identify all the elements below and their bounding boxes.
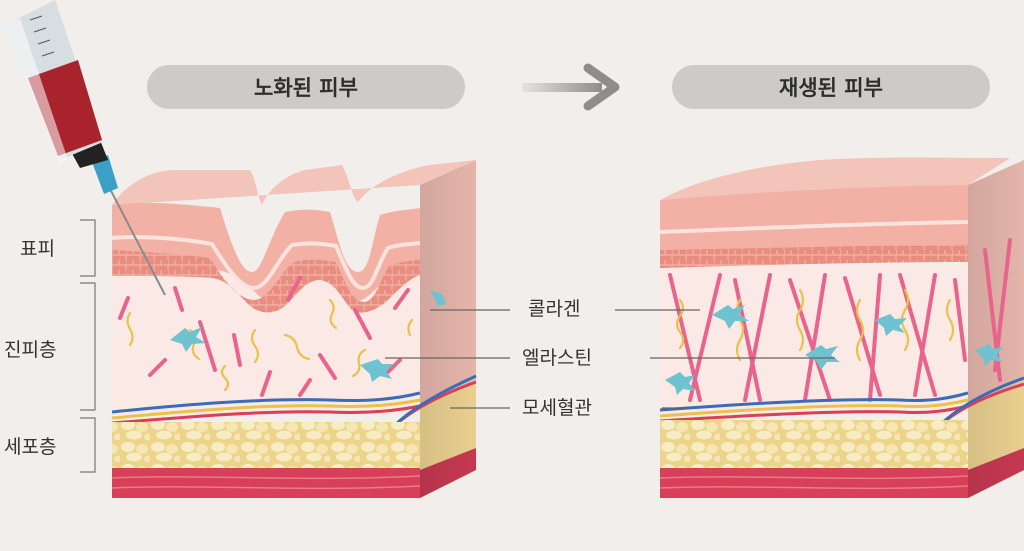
label-epidermis: 표피 [20, 238, 55, 260]
aged-skin-block [111, 160, 477, 498]
callout-collagen: 콜라겐 [524, 297, 585, 321]
regenerated-skin-block [659, 157, 1024, 498]
label-dermis: 진피층 [4, 339, 57, 361]
syringe-icon [5, 0, 166, 296]
arrow-right-icon [522, 63, 620, 111]
title-regenerated-skin: 재생된 피부 [672, 65, 990, 109]
label-subcutis: 세포층 [4, 436, 57, 458]
layer-brackets [80, 219, 96, 473]
title-aged-skin: 노화된 피부 [147, 65, 465, 109]
callout-lines [385, 309, 835, 409]
callout-elastin: 엘라스틴 [518, 346, 596, 370]
callout-capillary: 모세혈관 [518, 396, 596, 420]
